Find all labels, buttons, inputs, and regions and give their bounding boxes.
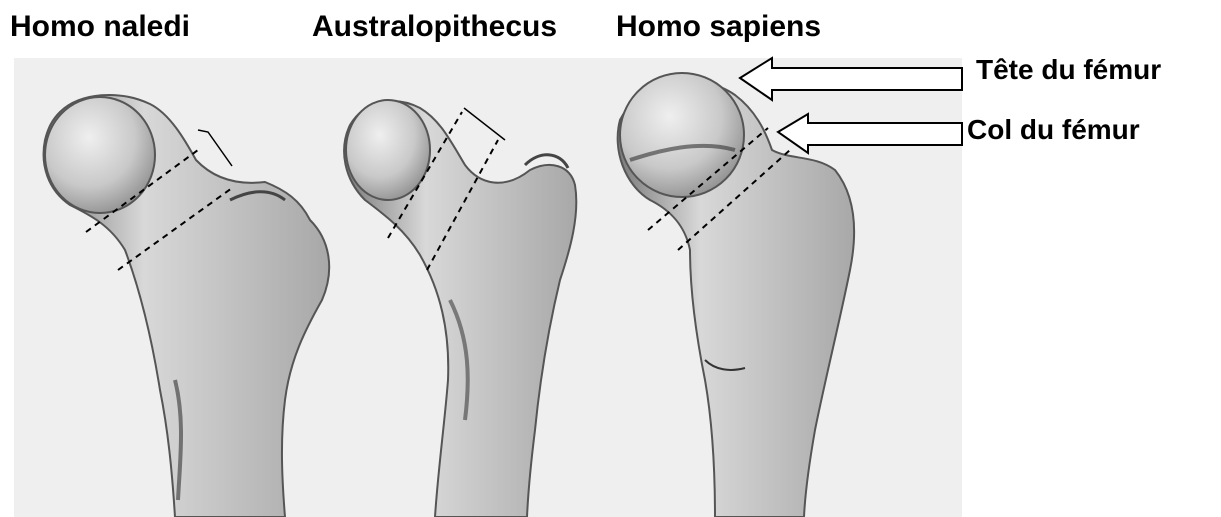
- callout-femur-head: Tête du fémur: [976, 54, 1161, 86]
- callout-femur-neck: Col du fémur: [967, 114, 1140, 146]
